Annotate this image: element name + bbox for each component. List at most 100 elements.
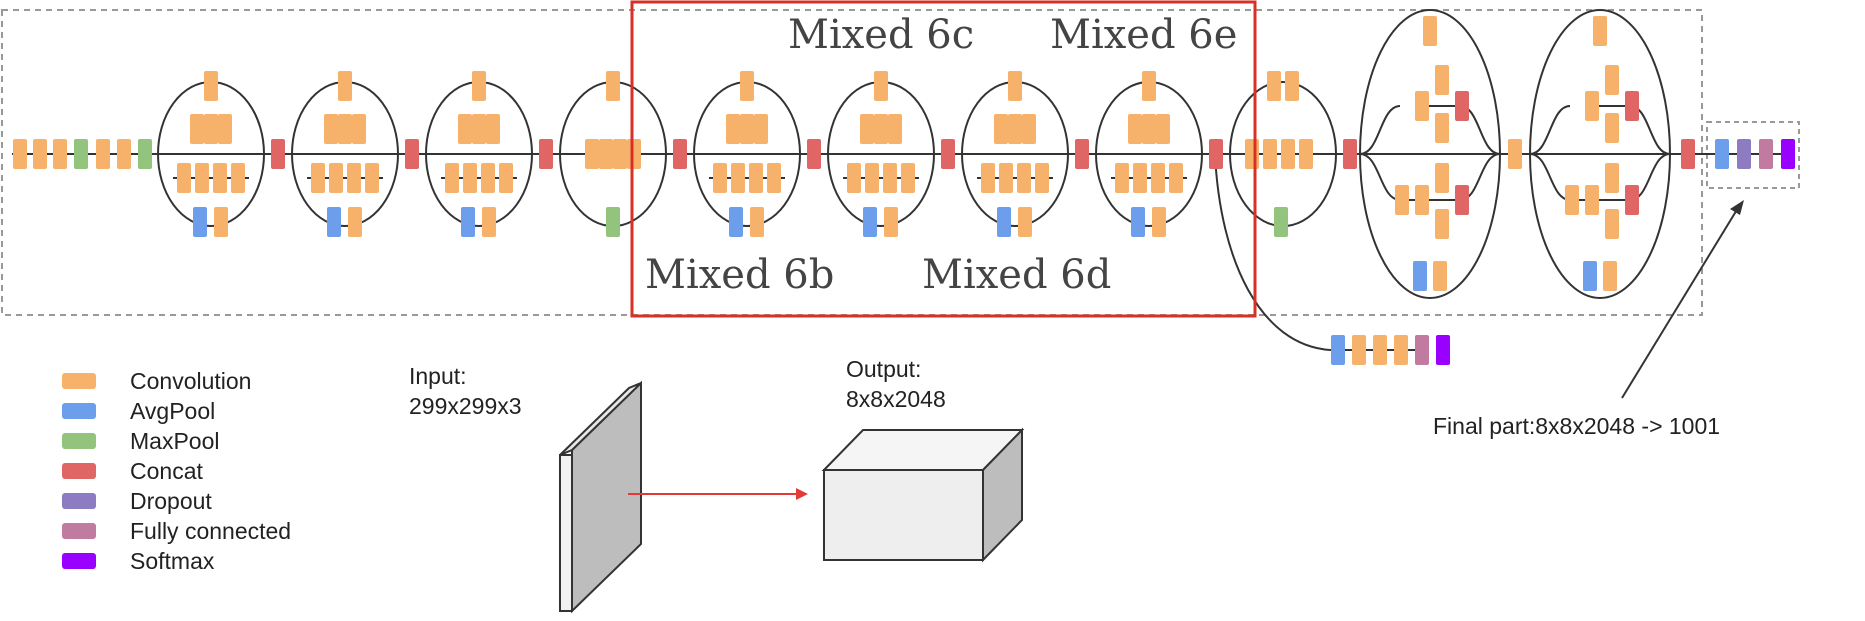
module-conv-block <box>754 114 768 144</box>
stem-conv-block <box>96 139 110 169</box>
module-c-conv-block <box>1605 209 1619 239</box>
concat-block <box>1343 139 1357 169</box>
legend-label-fully_connected: Fully connected <box>130 518 291 544</box>
module-c-conv-block <box>1603 261 1617 291</box>
module-conv-block <box>1128 114 1142 144</box>
stem-maxpool-block <box>74 139 88 169</box>
reduction-conv-block <box>599 139 613 169</box>
mixed-6-highlight-box <box>630 0 1257 318</box>
stem-conv-block <box>117 139 131 169</box>
input-to-output-arrow-head <box>796 488 808 500</box>
module-conv-block <box>901 163 915 193</box>
module-avgpool-block <box>997 207 1011 237</box>
module-conv-block <box>1008 71 1022 101</box>
module-c-branch-curve <box>1529 153 1571 201</box>
module-conv-block <box>874 71 888 101</box>
module-conv-block <box>1115 163 1129 193</box>
module-conv-block <box>1142 71 1156 101</box>
final-dropout-block <box>1737 139 1751 169</box>
aux-conv-block <box>1373 335 1387 365</box>
reduction-conv-block <box>1285 71 1299 101</box>
label-mixed-6c: Mixed 6c <box>788 12 974 58</box>
module-c-concat-block <box>1455 91 1469 121</box>
concat-block <box>539 139 553 169</box>
module-c-avgpool-block <box>1413 261 1427 291</box>
module-conv-block <box>981 163 995 193</box>
module-c-branch-curve <box>1359 105 1401 155</box>
legend-swatch-concat <box>62 463 96 479</box>
module-conv-block <box>713 163 727 193</box>
module-conv-block <box>231 163 245 193</box>
module-conv-block <box>1008 114 1022 144</box>
reduction-conv-block <box>1299 139 1313 169</box>
module-conv-block <box>740 71 754 101</box>
module-conv-block <box>481 163 495 193</box>
blocks-layer <box>13 16 1795 365</box>
module-c-conv-block <box>1565 185 1579 215</box>
module-conv-block <box>860 114 874 144</box>
module-conv-block <box>750 207 764 237</box>
module-conv-block <box>204 71 218 101</box>
module-c-conv-block <box>1435 163 1449 193</box>
legend-swatch-avgpool <box>62 403 96 419</box>
module-conv-block <box>348 207 362 237</box>
module-avgpool-block <box>729 207 743 237</box>
module-conv-block <box>1152 207 1166 237</box>
legend: ConvolutionAvgPoolMaxPoolConcatDropoutFu… <box>62 368 291 574</box>
module-c-concat-block <box>1455 185 1469 215</box>
module-c-conv-block <box>1433 261 1447 291</box>
aux-avgpool-block <box>1331 335 1345 365</box>
legend-label-softmax: Softmax <box>130 548 215 574</box>
reduction-maxpool-block <box>1274 207 1288 237</box>
module-c-branch-curve <box>1529 105 1571 155</box>
input-slab <box>559 380 642 614</box>
module-c-branch-curve <box>1359 153 1401 201</box>
concat-block <box>941 139 955 169</box>
concat-block <box>1681 139 1695 169</box>
module-conv-block <box>1022 114 1036 144</box>
module-c-conv-block <box>1593 16 1607 46</box>
stem-conv-block <box>33 139 47 169</box>
input-slab-front <box>559 454 573 612</box>
legend-label-convolution: Convolution <box>130 368 251 394</box>
module-avgpool-block <box>327 207 341 237</box>
auxiliary-branch-curve <box>1214 153 1331 351</box>
module-conv-block <box>463 163 477 193</box>
module-c-concat-block <box>1625 91 1639 121</box>
module-avgpool-block <box>863 207 877 237</box>
module-conv-block <box>445 163 459 193</box>
module-conv-block <box>1018 207 1032 237</box>
module-conv-block <box>888 114 902 144</box>
module-conv-block <box>1169 163 1183 193</box>
aux-conv-block <box>1352 335 1366 365</box>
module-c-conv-block <box>1605 65 1619 95</box>
reduction-conv-block <box>1263 139 1277 169</box>
concat-block <box>1075 139 1089 169</box>
stem-conv-block <box>13 139 27 169</box>
module-conv-block <box>994 114 1008 144</box>
module-c-conv-block <box>1585 91 1599 121</box>
module-c-conv-block <box>1423 16 1437 46</box>
concat-block <box>405 139 419 169</box>
aux-conv-block <box>1394 335 1408 365</box>
module-c-conv-block <box>1415 185 1429 215</box>
module-c-avgpool-block <box>1583 261 1597 291</box>
module-c-conv-block <box>1435 113 1449 143</box>
input-slab-top <box>559 382 642 456</box>
module-conv-block <box>767 163 781 193</box>
module-conv-block <box>324 114 338 144</box>
module-conv-block <box>1156 114 1170 144</box>
module-conv-block <box>352 114 366 144</box>
reduction-conv-block <box>585 139 599 169</box>
module-conv-block <box>749 163 763 193</box>
output-cube-front <box>823 469 984 561</box>
module-conv-block <box>190 114 204 144</box>
concat-block <box>673 139 687 169</box>
aux-softmax-block <box>1436 335 1450 365</box>
module-conv-block <box>865 163 879 193</box>
module-conv-block <box>347 163 361 193</box>
final-fc-block <box>1759 139 1773 169</box>
reduction-conv-block <box>1245 139 1259 169</box>
module-conv-block <box>482 207 496 237</box>
